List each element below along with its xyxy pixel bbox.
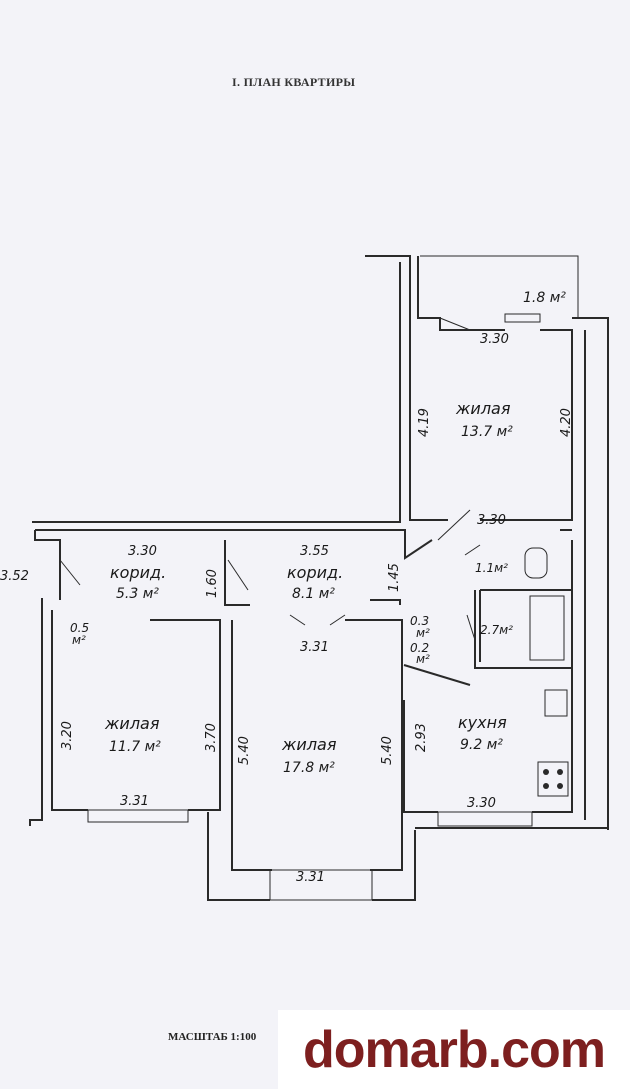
storage3-area: 0.2: [410, 641, 429, 655]
plan-title: I. ПЛАН КВАРТИРЫ: [232, 75, 356, 89]
wall-bathroom: [479, 589, 572, 662]
dimension-label: 3.52: [0, 569, 29, 584]
dimension-label: 5.40: [380, 736, 395, 765]
dimension-label: 1.45: [387, 563, 402, 592]
dimension-label: 3.20: [60, 721, 75, 750]
wall-kitchen: [403, 540, 573, 813]
dimension-label: 1.60: [205, 569, 220, 598]
floor-plan: 1.8 м² жилая 13.7 м² корид. 5.3 м² корид…: [0, 255, 609, 901]
dimension-label: 3.31: [300, 640, 329, 655]
living2-area: 11.7 м²: [109, 739, 161, 755]
living3-name: жилая: [281, 735, 337, 754]
window-upper-bedroom: [504, 313, 541, 323]
dimension-label: 4.20: [559, 408, 574, 437]
wall-middle-bedroom: [207, 619, 416, 901]
corridor2-name: корид.: [287, 563, 343, 582]
sink-icon: [544, 689, 568, 717]
wall-balcony: [420, 255, 579, 318]
window-middle-bedroom: [269, 869, 373, 901]
dimension-label: 4.19: [417, 408, 432, 437]
living3-area: 17.8 м²: [283, 760, 335, 776]
watermark-logo: domarb.com: [278, 1010, 630, 1089]
dimension-label: 3.31: [120, 794, 149, 809]
wall-corridor-bottom: [34, 530, 401, 606]
dimension-label: 3.30: [477, 513, 506, 528]
corridor1-area: 5.3 м²: [116, 586, 159, 602]
wall-upper-bedroom-inner: [32, 262, 401, 523]
dimension-label: 5.40: [237, 736, 252, 765]
living1-name: жилая: [455, 399, 511, 418]
storage1-area: 0.5: [70, 621, 89, 635]
bathtub-icon: [529, 595, 565, 661]
storage2-unit: м²: [416, 626, 430, 640]
dimension-label: 3.30: [480, 332, 509, 347]
storage2-area: 0.3: [410, 614, 429, 628]
kitchen-area: 9.2 м²: [460, 737, 503, 753]
scale-label: МАСШТАБ 1:100: [168, 1031, 257, 1043]
dimension-label: 3.30: [467, 796, 496, 811]
dimension-label: 3.31: [296, 870, 325, 885]
window-left-bedroom: [87, 809, 189, 823]
corridor1-name: корид.: [110, 563, 166, 582]
wall-left-bedroom: [29, 598, 221, 826]
storage3-unit: м²: [416, 652, 430, 666]
storage1-unit: м²: [72, 633, 86, 647]
balcony-area: 1.8 м²: [523, 290, 566, 306]
dimension-label: 3.70: [204, 723, 219, 752]
wall-right-outer: [572, 317, 609, 830]
bath-area: 2.7м²: [480, 623, 513, 637]
window-kitchen: [437, 811, 533, 827]
dimension-label: 3.30: [128, 544, 157, 559]
kitchen-name: кухня: [458, 713, 507, 732]
wall-corridor-top: [35, 529, 572, 560]
stove-icon: [537, 761, 569, 797]
corridor2-area: 8.1 м²: [292, 586, 335, 602]
dimension-label: 3.55: [300, 544, 329, 559]
wc-area: 1.1м²: [475, 561, 508, 575]
living2-name: жилая: [104, 714, 160, 733]
toilet-icon: [524, 547, 548, 579]
dimension-label: 2.93: [414, 723, 429, 752]
living1-area: 13.7 м²: [461, 424, 513, 440]
